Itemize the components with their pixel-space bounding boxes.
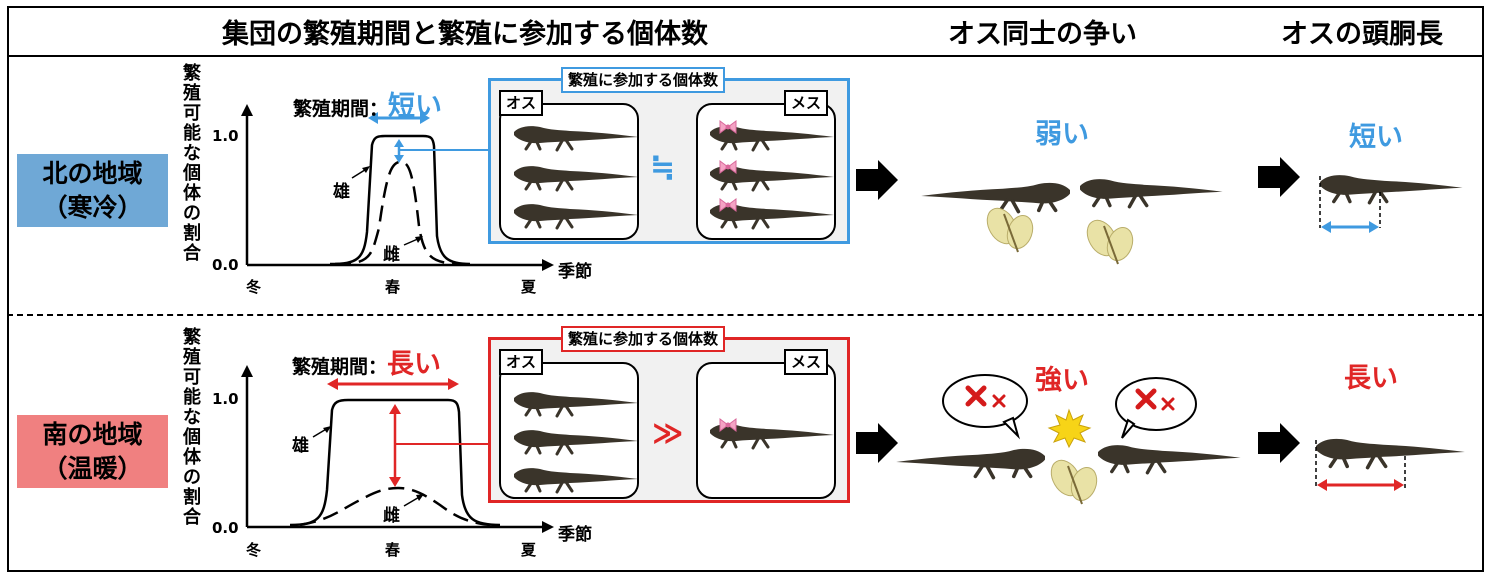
north-body-length	[1318, 173, 1465, 233]
north-axes	[241, 104, 554, 271]
region-north-sub: （寒冷）	[42, 192, 143, 222]
north-male-curve-label: 雄	[333, 182, 350, 202]
north-y-axis-label: 繁殖可能な個体の割合	[183, 63, 201, 264]
south-y-tick-high: 1.0	[212, 390, 239, 408]
clash-icon	[1047, 408, 1092, 449]
south-length-value: 長い	[1344, 363, 1398, 394]
south-axes	[241, 365, 554, 533]
south-box-title: 繁殖に参加する個体数	[561, 326, 726, 352]
south-season-spring: 春	[385, 541, 401, 559]
header-breeding: 集団の繁殖期間と繁殖に参加する個体数	[222, 19, 708, 50]
header-male-body-length: オスの頭胴長	[1281, 19, 1443, 50]
south-y-axis-label: 繁殖可能な個体の割合	[183, 327, 201, 528]
salamander-icon	[1318, 173, 1465, 205]
south-female-label: メス	[784, 349, 829, 375]
south-season-winter: 冬	[246, 541, 262, 559]
south-x-axis-label: 季節	[558, 525, 592, 545]
anger-icon	[1161, 397, 1175, 411]
salamander-icon	[512, 390, 640, 418]
anger-icon	[965, 385, 987, 407]
salamander-icon	[1078, 177, 1225, 209]
salamander-icon	[512, 428, 640, 456]
speech-bubble-right	[1115, 377, 1197, 439]
south-female-curve	[299, 486, 491, 527]
header-divider	[7, 55, 1484, 57]
south-competition-scene	[894, 374, 1243, 506]
right-arrow-icon	[856, 423, 898, 463]
header-male-competition: オス同士の争い	[948, 19, 1137, 50]
salamander-icon	[708, 202, 836, 230]
region-south-sub: （温暖）	[42, 453, 143, 483]
north-comparison: ≒	[650, 150, 676, 185]
salamander-icon	[512, 202, 640, 230]
south-season-summer: 夏	[521, 541, 537, 559]
north-period: 繁殖期間：短い	[293, 84, 442, 123]
south-male-salamanders	[512, 390, 640, 494]
north-female-curve	[334, 160, 466, 266]
spermatophore-icon	[1080, 214, 1139, 266]
north-period-label: 繁殖期間：	[293, 98, 389, 120]
south-period-value: 長い	[387, 349, 442, 380]
north-box-title: 繁殖に参加する個体数	[561, 67, 726, 93]
right-arrow-icon	[856, 160, 898, 200]
north-season-summer: 夏	[521, 278, 537, 296]
north-competition-scene	[919, 177, 1225, 266]
spermatophore-icon	[1044, 454, 1103, 506]
south-period: 繁殖期間：長い	[292, 342, 441, 381]
south-male-curve-label: 雄	[292, 436, 309, 456]
row-divider	[7, 314, 1484, 316]
anger-icon	[992, 394, 1006, 408]
south-female-curve-label: 雌	[383, 506, 400, 526]
south-male-curve	[289, 398, 501, 527]
region-south-name: 南の地域	[42, 419, 143, 449]
salamander-icon	[708, 164, 836, 192]
region-north: 北の地域 （寒冷）	[17, 154, 168, 227]
right-arrow-icon	[1258, 423, 1300, 463]
north-season-winter: 冬	[246, 278, 262, 296]
region-north-name: 北の地域	[42, 158, 143, 188]
south-male-label: オス	[499, 349, 544, 375]
salamander-icon	[708, 124, 836, 152]
south-period-label: 繁殖期間：	[292, 356, 388, 378]
salamander-icon	[512, 124, 640, 152]
south-body-length	[1314, 437, 1467, 491]
salamander-icon	[919, 181, 1072, 214]
salamander-icon	[512, 164, 640, 192]
north-female-label: メス	[784, 90, 829, 116]
south-comparison: ≫	[652, 416, 684, 451]
north-female-curve-label: 雌	[383, 245, 400, 265]
salamander-icon	[708, 422, 836, 450]
salamander-icon	[1314, 437, 1467, 470]
right-arrow-icon	[1258, 157, 1300, 197]
figure-frame	[7, 6, 1484, 572]
north-male-curve	[329, 134, 471, 266]
north-male-label: オス	[499, 90, 544, 116]
anger-icon	[1135, 388, 1157, 410]
north-period-value: 短い	[388, 91, 443, 122]
speech-bubble-left	[942, 374, 1028, 440]
north-male-salamanders	[512, 124, 640, 230]
region-south: 南の地域 （温暖）	[17, 415, 168, 488]
north-female-salamanders	[708, 120, 836, 230]
south-female-salamanders	[708, 418, 836, 450]
spermatophore-icon	[980, 202, 1039, 254]
south-y-tick-low: 0.0	[212, 519, 239, 537]
north-x-axis-label: 季節	[558, 262, 592, 282]
salamander-icon	[512, 466, 640, 494]
salamander-icon	[1096, 443, 1243, 475]
salamander-icon	[894, 447, 1047, 480]
north-y-tick-low: 0.0	[212, 256, 239, 274]
north-y-tick-high: 1.0	[212, 127, 239, 145]
north-length-value: 短い	[1349, 122, 1403, 153]
south-fight-value: 強い	[1035, 365, 1089, 396]
north-season-spring: 春	[385, 278, 401, 296]
north-fight-value: 弱い	[1035, 119, 1089, 150]
